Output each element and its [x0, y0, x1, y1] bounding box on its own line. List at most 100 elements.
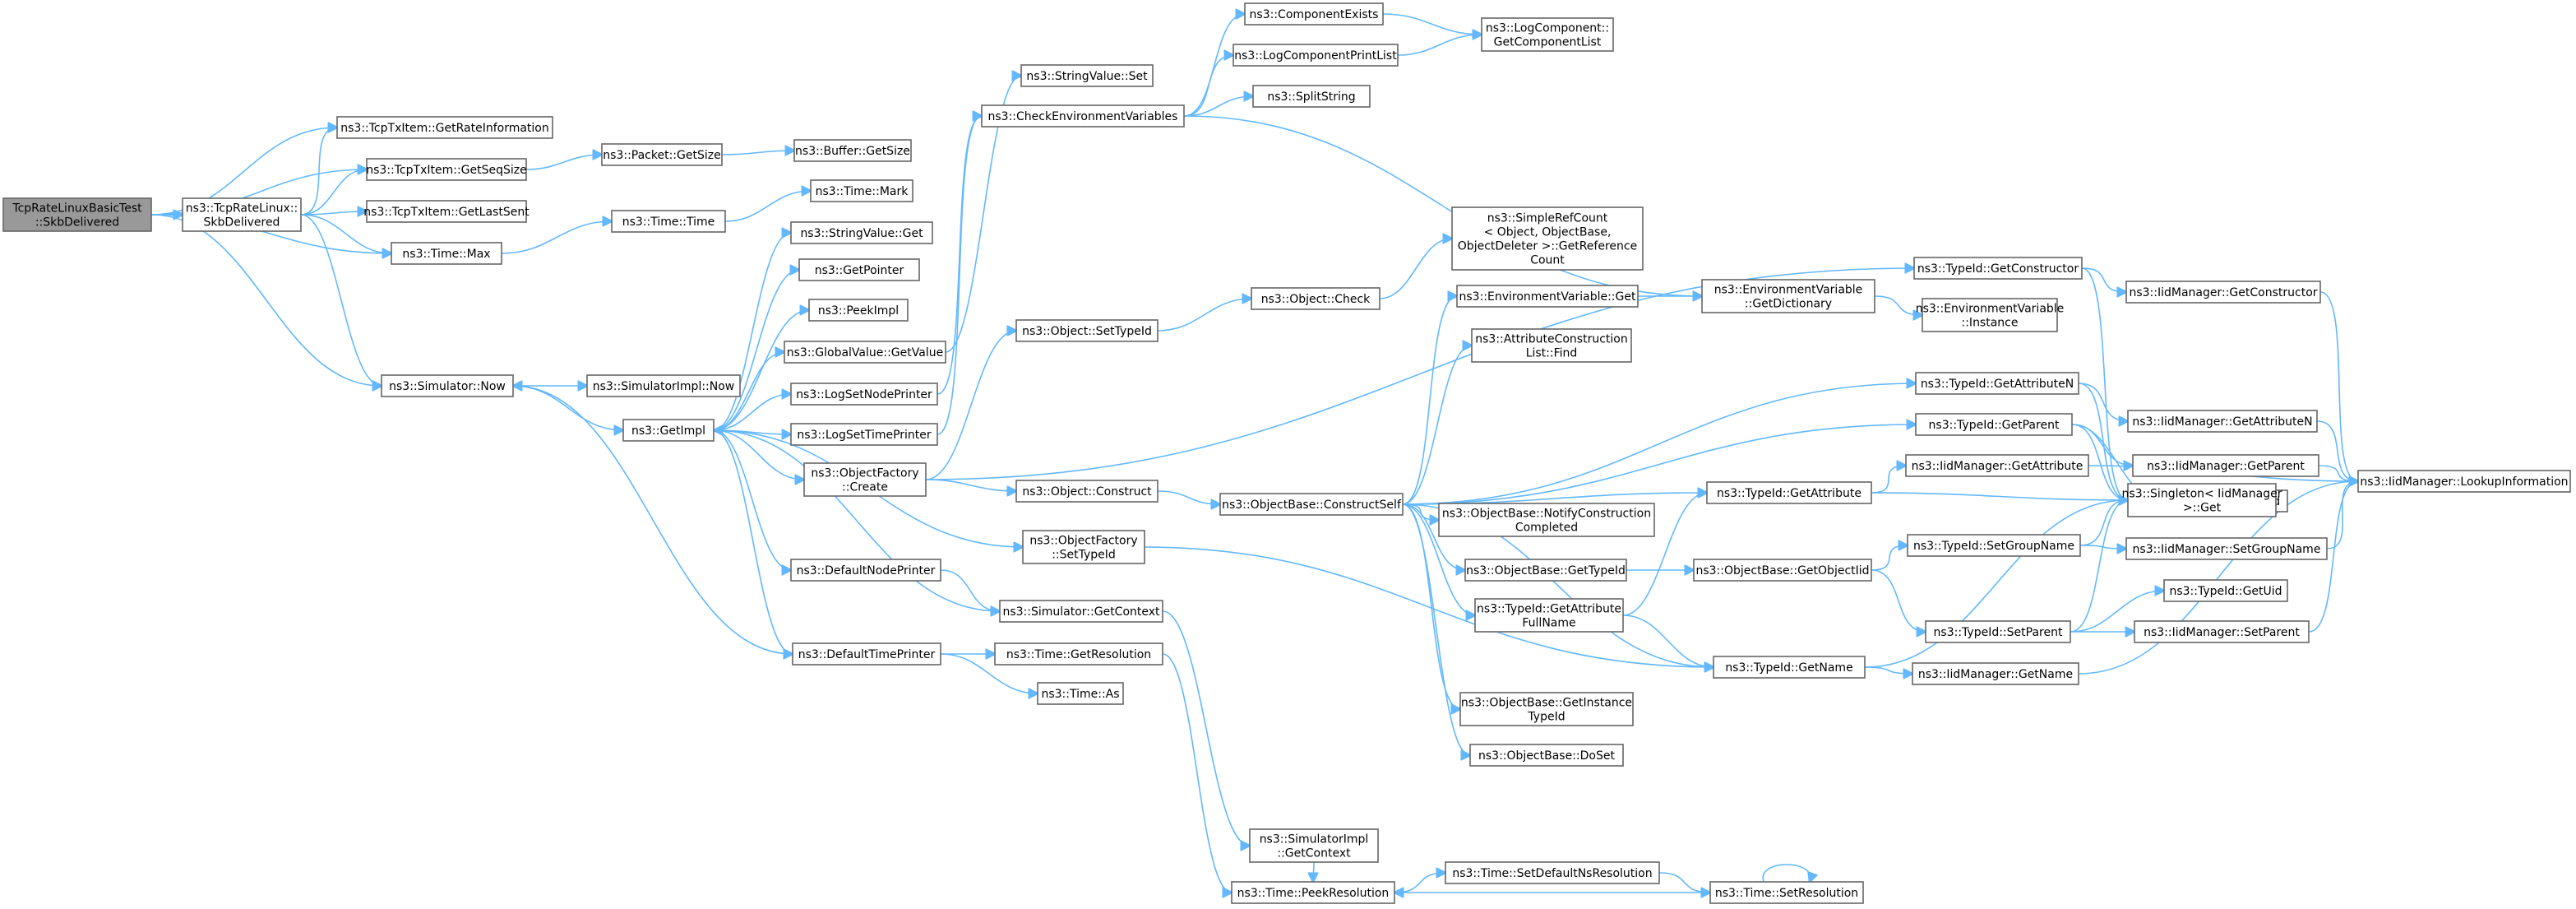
node-label: ns3::GetImpl	[631, 424, 705, 438]
node-pktsize[interactable]: ns3::Packet::GetSize	[601, 143, 723, 166]
edge-tcprl-to-simnow	[300, 214, 382, 386]
node-deftime[interactable]: ns3::DefaultTimePrinter	[792, 642, 941, 666]
node-strset[interactable]: ns3::StringValue::Set	[1020, 64, 1154, 87]
node-tidgetparent[interactable]: ns3::TypeId::GetParent	[1915, 413, 2073, 436]
node-bufsize[interactable]: ns3::Buffer::GetSize	[793, 139, 912, 162]
edge-getattrfull-to-tidgetname	[1622, 615, 1713, 667]
node-simimplctx[interactable]: ns3::SimulatorImpl::GetContext	[1249, 828, 1379, 863]
node-lookup[interactable]: ns3::IidManager::LookupInformation	[2357, 470, 2571, 493]
edge-simctx-to-getimpl	[714, 430, 1001, 612]
node-checkenv[interactable]: ns3::CheckEnvironmentVariables	[981, 104, 1185, 128]
node-box	[1925, 620, 2071, 643]
node-iidgetattr[interactable]: ns3::IidManager::GetAttribute	[1905, 454, 2089, 477]
node-box	[793, 139, 912, 162]
node-box	[336, 116, 553, 139]
node-label: ns3::TypeId::SetGroupName	[1913, 540, 2074, 553]
node-tidgetctor[interactable]: ns3::TypeId::GetConstructor	[1913, 257, 2083, 280]
node-getres[interactable]: ns3::Time::GetResolution	[994, 642, 1163, 666]
node-max[interactable]: ns3::Time::Max	[391, 242, 502, 265]
node-label: ns3::EnvironmentVariable	[1916, 303, 2065, 316]
node-iidgetctor[interactable]: ns3::IidManager::GetConstructor	[2125, 281, 2321, 304]
edge-setdefns-to-setres	[1658, 872, 1710, 893]
node-peekres[interactable]: ns3::Time::PeekResolution	[1231, 881, 1395, 904]
node-setres[interactable]: ns3::Time::SetResolution	[1709, 881, 1864, 904]
node-objconstruct[interactable]: ns3::Object::Construct	[1015, 480, 1159, 503]
node-label: ns3::GetPointer	[815, 264, 904, 277]
node-envget[interactable]: ns3::EnvironmentVariable::Get	[1456, 285, 1639, 308]
node-logtime[interactable]: ns3::LogSetTimePrinter	[790, 423, 938, 446]
node-box	[2, 197, 152, 232]
node-timeas[interactable]: ns3::Time::As	[1037, 682, 1124, 705]
node-timetime[interactable]: ns3::Time::Time	[611, 210, 726, 233]
node-box	[182, 197, 302, 232]
node-getimpl[interactable]: ns3::GetImpl	[622, 419, 715, 442]
node-root[interactable]: TcpRateLinuxBasicTest::SkbDelivered	[2, 197, 152, 232]
node-obgetoid[interactable]: ns3::ObjectBase::GetObjectIid	[1693, 559, 1872, 582]
node-singleton[interactable]: ns3::Singleton< IidManager>::Get	[2122, 483, 2282, 517]
node-getptr[interactable]: ns3::GetPointer	[798, 258, 920, 281]
node-simnow[interactable]: ns3::Simulator::Now	[381, 374, 514, 397]
node-iidgetname[interactable]: ns3::IidManager::GetName	[1912, 662, 2079, 685]
node-split[interactable]: ns3::SplitString	[1252, 85, 1371, 108]
node-iidsetparent[interactable]: ns3::IidManager::SetParent	[2134, 620, 2310, 643]
node-doset[interactable]: ns3::ObjectBase::DoSet	[1469, 744, 1624, 767]
node-ofsettid[interactable]: ns3::ObjectFactory::SetTypeId	[1022, 530, 1145, 564]
node-tidgetuid[interactable]: ns3::TypeId::GetUid	[2163, 579, 2288, 602]
node-label: ns3::GlobalValue::GetValue	[787, 346, 943, 359]
node-envdict[interactable]: ns3::EnvironmentVariable::GetDictionary	[1701, 279, 1875, 313]
node-box	[1907, 534, 2081, 557]
node-notify[interactable]: ns3::ObjectBase::NotifyConstructionCompl…	[1438, 503, 1655, 537]
node-label: ns3::TcpTxItem::GetRateInformation	[340, 122, 549, 135]
node-box	[2125, 537, 2328, 560]
node-simplerc[interactable]: ns3::SimpleRefCount< Object, ObjectBase,…	[1451, 206, 1644, 271]
node-simimplnow[interactable]: ns3::SimulatorImpl::Now	[586, 374, 741, 397]
node-envinst[interactable]: ns3::EnvironmentVariable::Instance	[1916, 298, 2065, 332]
node-compexists[interactable]: ns3::ComponentExists	[1244, 2, 1384, 26]
node-label: ns3::ObjectBase::NotifyConstruction	[1442, 508, 1651, 521]
node-getlast[interactable]: ns3::TcpTxItem::GetLastSent	[363, 200, 530, 223]
node-setdefns[interactable]: ns3::Time::SetDefaultNsResolution	[1445, 861, 1660, 884]
edge-tidgetname-to-iidgetname	[1864, 666, 1912, 674]
node-logcomplist[interactable]: ns3::LogComponentPrintList	[1233, 44, 1399, 67]
node-label: ns3::Packet::GetSize	[603, 149, 720, 162]
node-peekimpl[interactable]: ns3::PeekImpl	[808, 299, 909, 322]
edge-tidgetattrn-to-singleton	[2078, 383, 2128, 500]
node-tidsetgroup[interactable]: ns3::TypeId::SetGroupName	[1907, 534, 2081, 557]
node-objcheck[interactable]: ns3::Object::Check	[1251, 287, 1380, 310]
node-label: ns3::TypeId::GetParent	[1929, 419, 2060, 432]
edge-tidsetparent-to-singleton	[2070, 500, 2128, 633]
node-strget[interactable]: ns3::StringValue::Get	[790, 221, 933, 244]
node-tidgetattrn[interactable]: ns3::TypeId::GetAttributeN	[1915, 372, 2079, 395]
node-tidgetattr[interactable]: ns3::TypeId::GetAttribute	[1706, 481, 1872, 504]
node-objsettid[interactable]: ns3::Object::SetTypeId	[1015, 319, 1159, 342]
node-label: ns3::IidManager::SetParent	[2144, 626, 2300, 639]
node-obgettid[interactable]: ns3::ObjectBase::GetTypeId	[1464, 559, 1627, 582]
node-getrate[interactable]: ns3::TcpTxItem::GetRateInformation	[336, 116, 553, 139]
node-label: ns3::TypeId::GetUid	[2169, 585, 2282, 598]
node-getseq[interactable]: ns3::TcpTxItem::GetSeqSize	[366, 158, 527, 181]
node-box	[994, 642, 1163, 666]
node-label: ::GetContext	[1277, 847, 1351, 860]
node-tcprl[interactable]: ns3::TcpRateLinux::SkbDelivered	[182, 197, 302, 232]
node-iidgetparent[interactable]: ns3::IidManager::GetParent	[2132, 454, 2319, 477]
node-logcompget[interactable]: ns3::LogComponent::GetComponentList	[1481, 17, 1614, 52]
node-iidsetgroup[interactable]: ns3::IidManager::SetGroupName	[2125, 537, 2328, 560]
node-box	[1252, 85, 1371, 108]
node-gvget[interactable]: ns3::GlobalValue::GetValue	[784, 341, 946, 364]
node-box	[586, 374, 741, 397]
node-box	[611, 210, 726, 233]
node-iidgetattrn[interactable]: ns3::IidManager::GetAttributeN	[2127, 410, 2318, 433]
edge-getimpl-to-getptr	[713, 270, 799, 431]
node-defnode[interactable]: ns3::DefaultNodePrinter	[790, 559, 941, 582]
node-timemark[interactable]: ns3::Time::Mark	[810, 179, 913, 202]
node-ofcreate[interactable]: ns3::ObjectFactory::Create	[803, 462, 927, 497]
node-constructself[interactable]: ns3::ObjectBase::ConstructSelf	[1219, 493, 1404, 516]
node-simctx[interactable]: ns3::Simulator::GetContext	[999, 600, 1163, 623]
node-tidgetname[interactable]: ns3::TypeId::GetName	[1713, 656, 1866, 679]
node-lognode[interactable]: ns3::LogSetNodePrinter	[790, 383, 938, 406]
node-tidsetparent[interactable]: ns3::TypeId::SetParent	[1925, 620, 2071, 643]
node-box	[1219, 493, 1404, 516]
